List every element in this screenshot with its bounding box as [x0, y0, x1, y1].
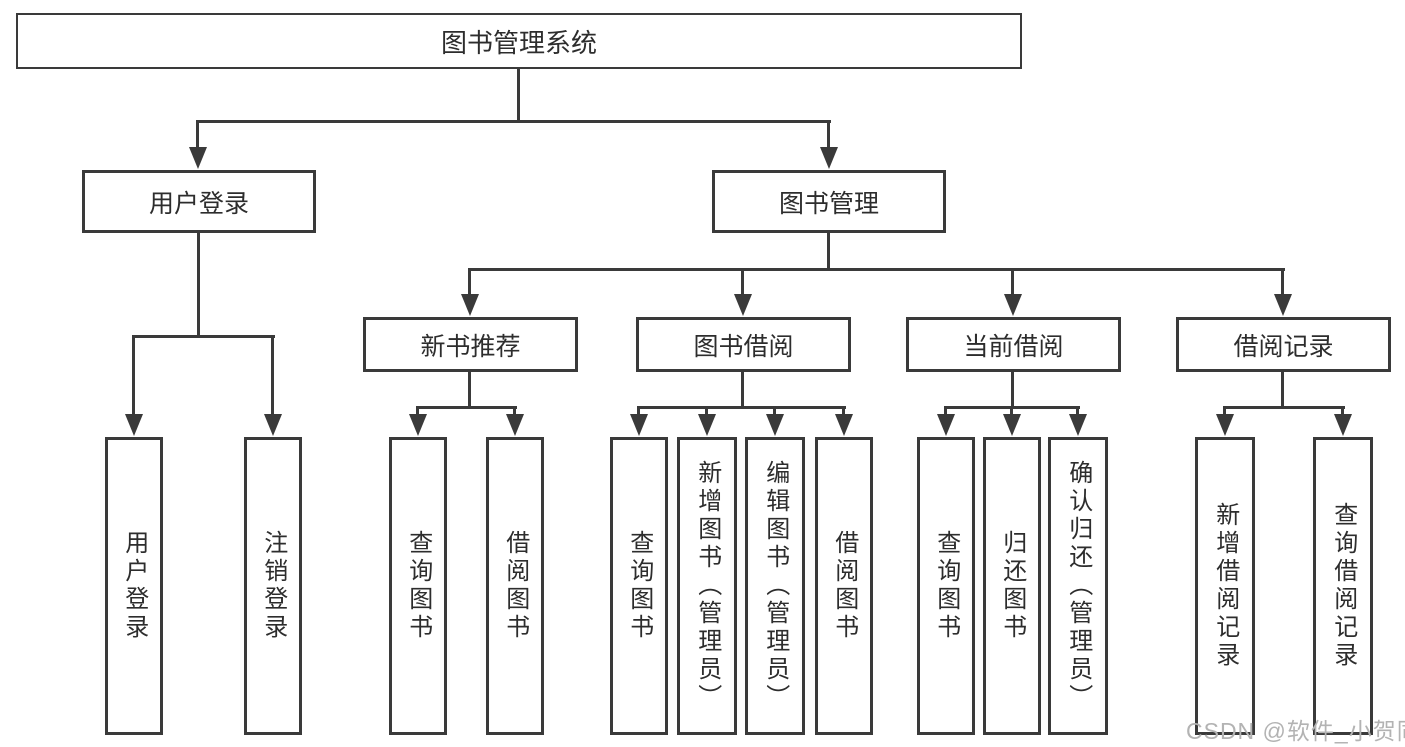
connector-vline — [468, 268, 471, 296]
leaf-label: 新增借阅记录 — [1211, 502, 1239, 670]
leaf-label: 注销登录 — [259, 530, 287, 642]
connector-vline — [773, 406, 776, 416]
connector-vline — [1281, 268, 1284, 296]
arrow-down-icon — [835, 414, 853, 436]
node-book-borrowing: 图书借阅 — [636, 317, 851, 372]
leaf-label: 用户登录 — [120, 530, 148, 642]
leaf-label: 借阅图书 — [830, 530, 858, 642]
leaf-logout: 注销登录 — [244, 437, 302, 735]
connector-vline — [1076, 406, 1079, 416]
arrow-down-icon — [734, 294, 752, 316]
leaf-label: 编辑图书（管理员） — [761, 460, 789, 712]
node-current-borrowing: 当前借阅 — [906, 317, 1121, 372]
arrow-down-icon — [506, 414, 524, 436]
arrow-down-icon — [189, 147, 207, 169]
leaf-add-borrow-record: 新增借阅记录 — [1195, 437, 1255, 735]
connector-hline — [133, 335, 275, 338]
connector-vline — [1223, 406, 1226, 416]
leaf-edit-books-admin: 编辑图书（管理员） — [745, 437, 805, 735]
connector-hline — [638, 406, 846, 409]
arrow-down-icon — [1003, 414, 1021, 436]
connector-vline — [197, 233, 200, 335]
connector-vline — [705, 406, 708, 416]
node-borrowing-records: 借阅记录 — [1176, 317, 1391, 372]
leaf-confirm-return-admin: 确认归还（管理员） — [1048, 437, 1108, 735]
leaf-label: 查询图书 — [932, 530, 960, 642]
arrow-down-icon — [1334, 414, 1352, 436]
connector-vline — [517, 69, 520, 120]
arrow-down-icon — [461, 294, 479, 316]
node-label: 借阅记录 — [1233, 332, 1334, 361]
arrow-down-icon — [820, 147, 838, 169]
arrow-down-icon — [1004, 294, 1022, 316]
connector-vline — [1011, 372, 1014, 409]
connector-vline — [132, 335, 135, 416]
leaf-label: 确认归还（管理员） — [1064, 460, 1092, 712]
connector-vline — [1011, 268, 1014, 296]
leaf-borrowing-borrow-books: 借阅图书 — [815, 437, 873, 735]
node-label: 新书推荐 — [420, 332, 521, 361]
node-label: 用户登录 — [148, 189, 249, 218]
leaf-add-books-admin: 新增图书（管理员） — [677, 437, 737, 735]
arrow-down-icon — [1216, 414, 1234, 436]
watermark: CSDN @软件_小贺同学 — [1186, 718, 1405, 744]
node-label: 图书管理 — [778, 189, 879, 218]
node-label: 图书借阅 — [693, 332, 794, 361]
node-label: 当前借阅 — [963, 332, 1064, 361]
connector-vline — [1341, 406, 1344, 416]
connector-vline — [637, 406, 640, 416]
arrow-down-icon — [1069, 414, 1087, 436]
leaf-label: 查询图书 — [625, 530, 653, 642]
connector-vline — [513, 406, 516, 416]
node-new-book-recommendation: 新书推荐 — [363, 317, 578, 372]
leaf-recommend-query-books: 查询图书 — [389, 437, 447, 735]
leaf-return-books: 归还图书 — [983, 437, 1041, 735]
arrow-down-icon — [630, 414, 648, 436]
connector-vline — [827, 233, 830, 268]
connector-hline — [417, 406, 517, 409]
node-library-management-system: 图书管理系统 — [16, 13, 1022, 69]
connector-vline — [196, 120, 199, 149]
arrow-down-icon — [264, 414, 282, 436]
arrow-down-icon — [125, 414, 143, 436]
connector-hline — [469, 268, 1285, 271]
leaf-query-borrow-record: 查询借阅记录 — [1313, 437, 1373, 735]
leaf-current-query-books: 查询图书 — [917, 437, 975, 735]
connector-hline — [197, 120, 831, 123]
leaf-borrowing-query-books: 查询图书 — [610, 437, 668, 735]
connector-vline — [468, 372, 471, 409]
connector-vline — [1010, 406, 1013, 416]
connector-vline — [271, 335, 274, 416]
leaf-user-login: 用户登录 — [105, 437, 163, 735]
connector-vline — [741, 268, 744, 296]
leaf-label: 查询借阅记录 — [1329, 502, 1357, 670]
leaf-label: 借阅图书 — [501, 530, 529, 642]
connector-vline — [827, 120, 830, 149]
node-book-management: 图书管理 — [712, 170, 946, 233]
connector-vline — [944, 406, 947, 416]
connector-vline — [741, 372, 744, 409]
leaf-label: 新增图书（管理员） — [693, 460, 721, 712]
arrow-down-icon — [766, 414, 784, 436]
connector-vline — [842, 406, 845, 416]
arrow-down-icon — [409, 414, 427, 436]
connector-hline — [1224, 406, 1345, 409]
connector-vline — [416, 406, 419, 416]
arrow-down-icon — [937, 414, 955, 436]
arrow-down-icon — [698, 414, 716, 436]
node-label: 图书管理系统 — [440, 27, 597, 58]
leaf-label: 归还图书 — [998, 530, 1026, 642]
connector-vline — [1281, 372, 1284, 409]
leaf-label: 查询图书 — [404, 530, 432, 642]
node-user-login: 用户登录 — [82, 170, 316, 233]
arrow-down-icon — [1274, 294, 1292, 316]
leaf-recommend-borrow-books: 借阅图书 — [486, 437, 544, 735]
